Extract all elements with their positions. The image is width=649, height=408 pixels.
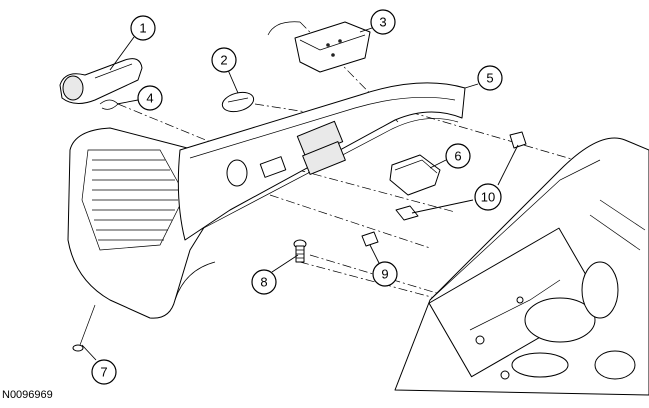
callout-8: 8	[251, 269, 277, 295]
callout-9: 9	[372, 261, 398, 287]
callout-label: 10	[481, 190, 495, 205]
switch-knob	[389, 154, 441, 196]
figure-code: N0096969	[2, 389, 53, 401]
bolt	[293, 239, 307, 263]
screw	[72, 304, 96, 352]
callout-label: 4	[146, 91, 153, 106]
callout-label: 9	[381, 267, 388, 282]
handle-bezel	[221, 91, 255, 113]
leader-lines	[81, 27, 519, 361]
clip	[361, 231, 379, 247]
callout-3: 3	[370, 9, 396, 35]
recliner-handle	[59, 58, 143, 104]
callout-label: 2	[220, 53, 227, 68]
seat-frame	[394, 137, 649, 396]
seat-side-shield	[177, 82, 466, 241]
callout-7: 7	[91, 359, 117, 385]
callout-label: 5	[486, 71, 493, 86]
callout-10: 10	[474, 183, 502, 211]
seat-switch-module	[267, 21, 371, 73]
callout-label: 8	[260, 275, 267, 290]
callout-label: 6	[454, 149, 461, 164]
callout-label: 3	[379, 15, 386, 30]
callout-5: 5	[477, 65, 503, 91]
callout-2: 2	[211, 47, 237, 73]
callout-label: 1	[139, 21, 146, 36]
callout-6: 6	[445, 143, 471, 169]
backrest-ribs	[92, 159, 178, 241]
callout-1: 1	[130, 15, 156, 41]
callout-label: 7	[100, 365, 107, 380]
retainer-clips	[395, 131, 527, 221]
callout-4: 4	[137, 85, 163, 111]
spring-clip	[99, 99, 119, 110]
